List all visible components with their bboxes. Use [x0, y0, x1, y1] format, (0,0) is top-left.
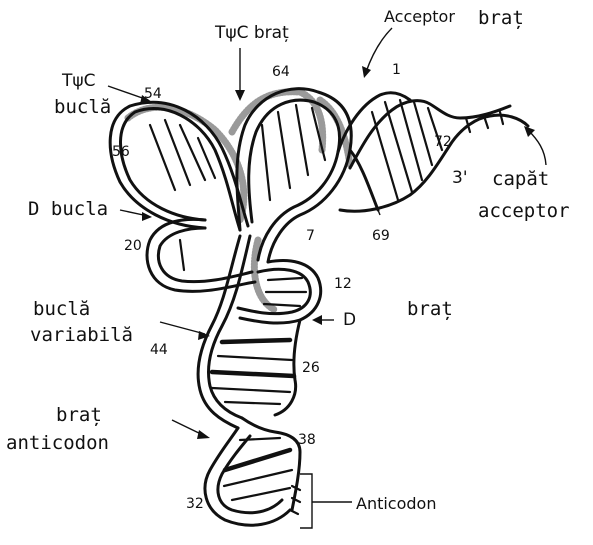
pos-54: 54 — [144, 86, 162, 102]
anticodon-arm-strand — [205, 428, 290, 525]
capat-label-1: capăt — [492, 168, 549, 190]
anticodon-label: Anticodon — [356, 493, 436, 515]
d-bucla-label: D bucla — [28, 198, 108, 220]
pos-32: 32 — [186, 496, 204, 512]
d-brat-d-label: D — [343, 309, 356, 331]
variabila-label-1: buclă — [33, 298, 90, 320]
pos-38: 38 — [298, 432, 316, 448]
acceptor-brat-label-1: Acceptor — [384, 6, 455, 28]
acceptor-brat-arrow — [366, 28, 392, 72]
three-prime-label: 3' — [452, 167, 468, 189]
pos-7: 7 — [306, 228, 315, 244]
tpsic-bucla-label-2: buclă — [54, 96, 111, 118]
capat-acceptor-arrow — [528, 130, 546, 165]
pos-44: 44 — [150, 342, 168, 358]
anticodon-arm-label-2: anticodon — [6, 432, 109, 454]
tpsic-bucla-label-1: TψC — [62, 70, 95, 92]
pos-69: 69 — [372, 228, 390, 244]
pos-1: 1 — [392, 62, 401, 78]
pos-20: 20 — [124, 238, 142, 254]
variabila-arrow — [160, 322, 205, 334]
pos-64: 64 — [272, 64, 290, 80]
d-brat-label: braț — [407, 298, 453, 320]
capat-label-2: acceptor — [478, 200, 570, 222]
pos-12: 12 — [334, 276, 352, 292]
pos-56: 56 — [112, 144, 130, 160]
variabila-label-2: variabilă — [30, 324, 133, 346]
tpsic-brat-label: TψC braț — [215, 22, 289, 44]
anticodon-bracket — [300, 474, 312, 528]
anticodon-arm-label-1: braț — [56, 404, 102, 426]
acceptor-brat-label-2: braț — [478, 7, 524, 29]
pos-72: 72 — [434, 134, 452, 150]
pos-26: 26 — [302, 360, 320, 376]
tpsic-loop-shading — [128, 107, 244, 220]
